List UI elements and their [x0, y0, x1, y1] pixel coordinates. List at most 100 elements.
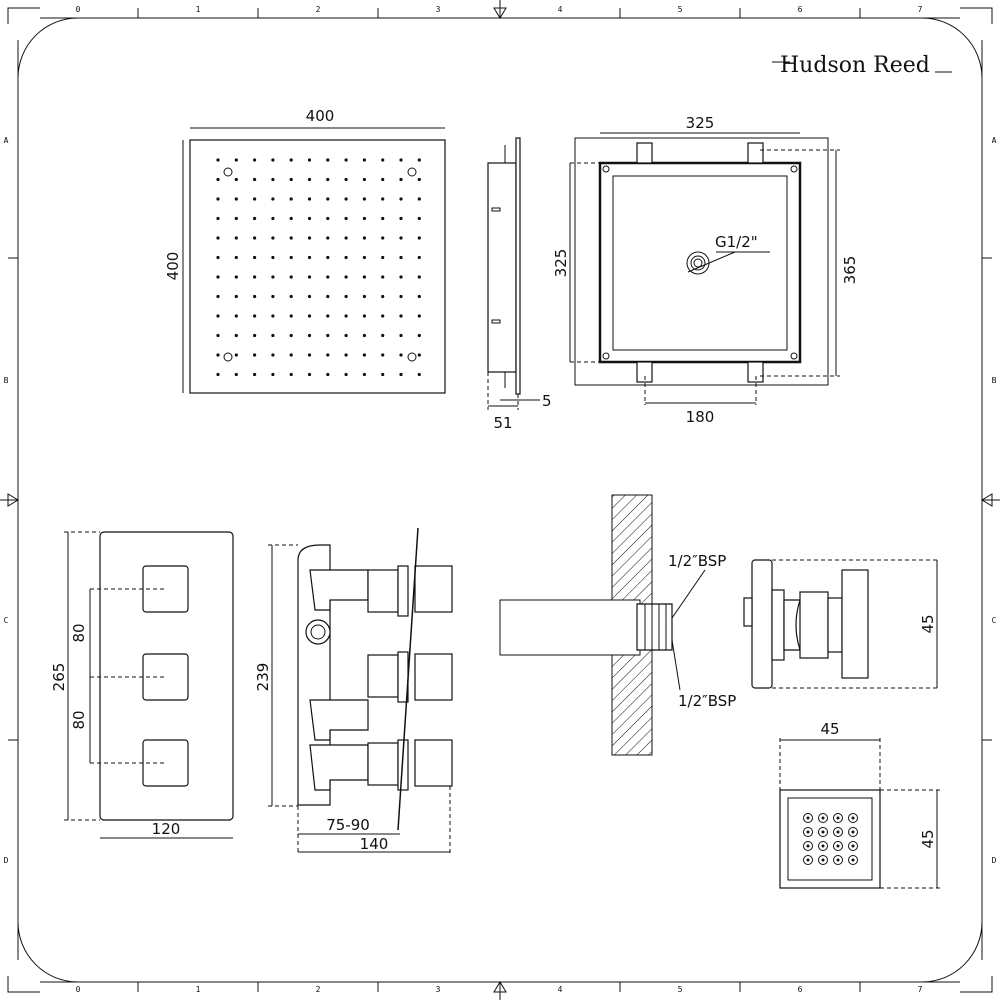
ruler-column-label: 4 [558, 985, 563, 994]
nozzle-dot [216, 314, 220, 318]
nozzle-dot [216, 353, 220, 357]
ruler-row-label: A [992, 136, 997, 145]
nozzle-dot [362, 294, 366, 299]
nozzle-dot [234, 314, 238, 318]
nozzle-dot [381, 177, 385, 182]
jet-nozzle [848, 855, 858, 865]
ruler-column-label: 1 [196, 5, 201, 14]
nozzle-dot [417, 353, 421, 357]
nozzle-dot [253, 372, 257, 377]
ruler-column-label: 1 [196, 985, 201, 994]
nozzle-dot [417, 236, 421, 240]
ruler-row-label: B [4, 376, 9, 385]
nozzle-dot [326, 255, 330, 260]
nozzle-dot [307, 294, 312, 299]
nozzle-dot [234, 333, 238, 338]
nozzle-dot [344, 353, 348, 357]
nozzle-dot [417, 177, 421, 182]
nozzle-dot [381, 216, 385, 221]
jet-nozzle-hole [806, 830, 810, 834]
wall-arm-section: 1/2″BSP 1/2″BSP [499, 494, 736, 756]
nozzle-grid [216, 158, 421, 377]
dim-tab-spacing: 180 [686, 408, 715, 426]
nozzle-dot [381, 333, 385, 338]
nozzle-dot [399, 197, 403, 201]
jet-nozzle-hole [821, 858, 825, 862]
ruler-column-label: 7 [918, 985, 923, 994]
nozzle-dot [271, 216, 275, 221]
nozzle-dot [362, 333, 366, 338]
jet-nozzle [818, 827, 828, 837]
dim-width: 120 [152, 820, 181, 838]
nozzle-dot [216, 255, 220, 260]
jet-nozzle [803, 855, 813, 865]
nozzle-dot [381, 197, 385, 201]
nozzle-dot [381, 158, 385, 162]
nozzle-dot [271, 255, 275, 260]
ruler-row-label: C [992, 616, 997, 625]
nozzle-dot [289, 275, 293, 279]
nozzle-dot [289, 294, 293, 299]
ruler-column-label: 5 [678, 5, 683, 14]
nozzle-dot [289, 177, 293, 182]
ruler-column-label: 2 [316, 5, 321, 14]
jet-nozzle [818, 813, 828, 823]
dim-width: 45 [820, 720, 839, 738]
nozzle-dot [399, 372, 403, 377]
nozzle-dot [216, 158, 220, 162]
nozzle-dot [344, 372, 348, 377]
nozzle-dot [326, 158, 330, 162]
nozzle-dot [417, 158, 421, 162]
nozzle-dot [344, 255, 348, 260]
nozzle-dot [344, 216, 348, 221]
ruler-column-label: 3 [436, 985, 441, 994]
valve-handles [142, 565, 189, 787]
jet-nozzle-hole [806, 844, 810, 848]
dim-width: 400 [306, 107, 335, 125]
valve-front-view: 80 80 265 120 [50, 531, 234, 839]
inlet-label: G1/2" [715, 233, 758, 251]
nozzle-dot [289, 197, 293, 201]
nozzle-dot [271, 236, 275, 240]
nozzle-dot [399, 216, 403, 221]
jet-nozzle-hole [851, 816, 855, 820]
fixing-screw [223, 167, 233, 177]
nozzle-dot [271, 275, 275, 279]
ruler-row-label: A [4, 136, 9, 145]
nozzle-dot [399, 255, 403, 260]
jet-nozzle-hole [851, 844, 855, 848]
nozzle-dot [362, 372, 366, 377]
jet-nozzle [848, 841, 858, 851]
nozzle-dot [399, 275, 403, 279]
nozzle-dot [289, 236, 293, 240]
nozzle-dot [216, 197, 220, 201]
nozzle-dot [326, 275, 330, 279]
nozzle-dot [216, 275, 220, 279]
nozzle-dot [362, 275, 366, 279]
nozzle-dot [253, 197, 257, 201]
nozzle-dot [253, 333, 257, 338]
nozzle-dot [289, 353, 293, 357]
brand-logo: Hudson Reed [772, 53, 952, 78]
jet-nozzle-hole [821, 816, 825, 820]
nozzle-dot [307, 255, 312, 260]
nozzle-dot [216, 236, 220, 240]
ruler-column-label: 0 [76, 985, 81, 994]
nozzle-dot [216, 294, 220, 299]
nozzle-dot [417, 216, 421, 221]
nozzle-dot [344, 275, 348, 279]
nozzle-dot [362, 236, 366, 240]
fixing-screw [407, 167, 417, 177]
nozzle-dot [399, 236, 403, 240]
nozzle-dot [234, 158, 238, 162]
nozzle-dot [307, 177, 312, 182]
nozzle-dot [344, 333, 348, 338]
ruler-column-label: 6 [798, 985, 803, 994]
nozzle-dot [399, 294, 403, 299]
nozzle-dot [234, 236, 238, 240]
nozzle-dot [417, 372, 421, 377]
nozzle-dot [234, 216, 238, 221]
